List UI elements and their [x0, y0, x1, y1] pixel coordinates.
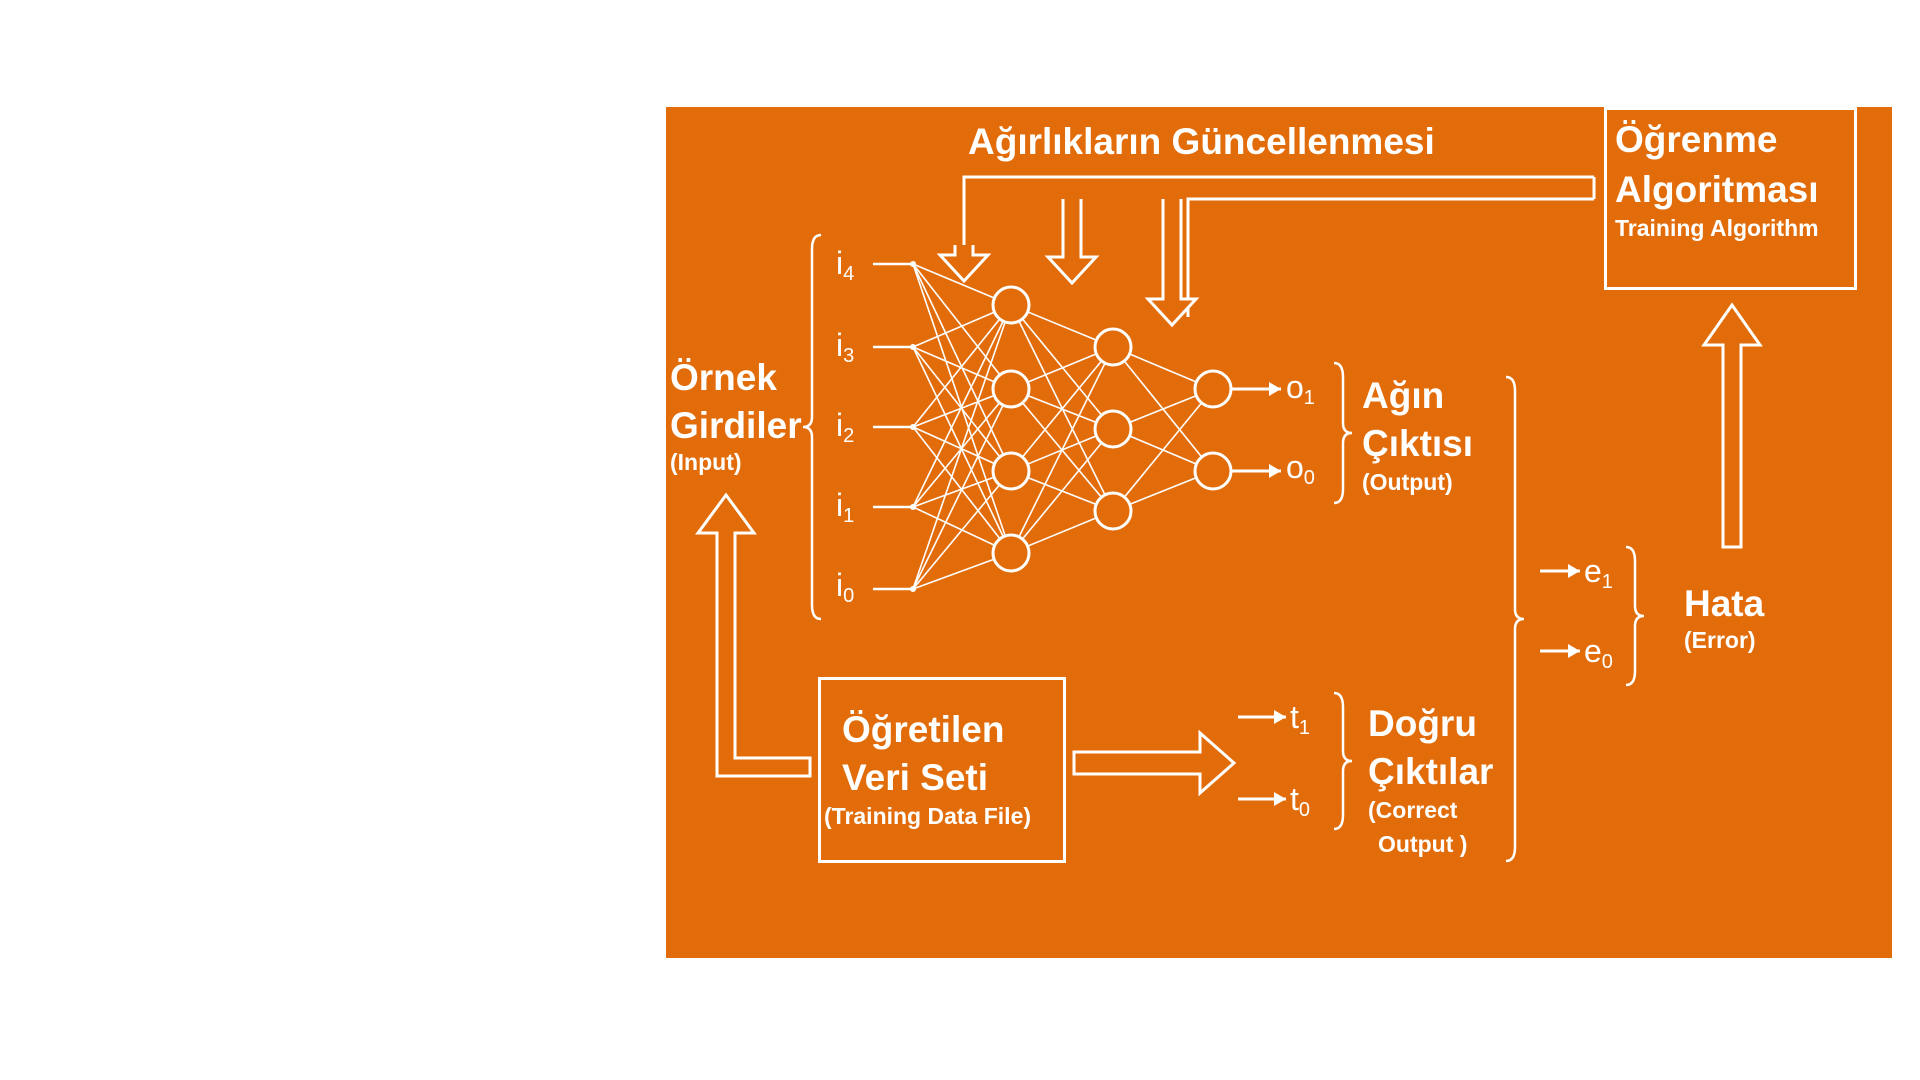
sample-inputs-title-1: Örnek	[670, 359, 777, 396]
sample-inputs-subtitle: (Input)	[670, 451, 742, 474]
error-symbol-e0: e0	[1584, 635, 1613, 672]
connection-hidden2-output	[1113, 389, 1213, 511]
arrow-to-e1-head	[1568, 564, 1580, 578]
neural-network-training-diagram: Ağırlıkların Güncellenmesi Öğrenme Algor…	[666, 107, 1892, 958]
training-to-inputs-arrow	[698, 495, 810, 776]
weights-arrow-hidden1	[1048, 199, 1096, 283]
correct-outputs-title-2: Çıktılar	[1368, 753, 1493, 790]
arrow-to-o1-head	[1269, 382, 1281, 396]
weights-feedback-inner	[1188, 199, 1594, 317]
weights-arrow-input	[940, 245, 988, 281]
comparison-brace	[1506, 377, 1524, 861]
network-output-subtitle: (Output)	[1362, 471, 1453, 494]
arrow-to-e0-head	[1568, 644, 1580, 658]
training-data-title-2: Veri Seti	[842, 759, 988, 796]
errors-brace	[1626, 547, 1644, 685]
connection-hidden1-hidden2	[1011, 305, 1113, 429]
correct-outputs-subtitle-2: Output )	[1378, 833, 1467, 856]
hidden2-neuron-0	[1095, 329, 1131, 365]
error-to-algorithm-arrow	[1704, 305, 1760, 547]
connection-hidden1-hidden2	[1011, 347, 1113, 471]
network-output-title-2: Çıktısı	[1362, 425, 1473, 462]
input-symbol-i3: i3	[836, 329, 854, 366]
weights-update-label: Ağırlıkların Güncellenmesi	[968, 123, 1435, 160]
hidden1-neuron-1	[993, 371, 1029, 407]
learning-algorithm-subtitle: Training Algorithm	[1615, 217, 1819, 240]
error-subtitle: (Error)	[1684, 629, 1756, 652]
input-node-0	[910, 261, 916, 267]
output-symbol-o1: o1	[1286, 371, 1315, 408]
error-symbol-e1: e1	[1584, 555, 1613, 592]
correct-outputs-title-1: Doğru	[1368, 705, 1477, 742]
sample-inputs-title-2: Girdiler	[670, 407, 802, 444]
input-node-4	[910, 586, 916, 592]
training-data-title-1: Öğretilen	[842, 711, 1004, 748]
output-neuron-1	[1195, 453, 1231, 489]
input-symbol-i2: i2	[836, 409, 854, 446]
network-output-title-1: Ağın	[1362, 377, 1444, 414]
input-symbol-i0: i0	[836, 569, 854, 606]
target-symbol-t0: t0	[1290, 783, 1310, 820]
training-to-targets-arrow	[1074, 733, 1234, 793]
hidden2-neuron-1	[1095, 411, 1131, 447]
arrow-to-o0-head	[1269, 464, 1281, 478]
correct-outputs-subtitle-1: (Correct	[1368, 799, 1457, 822]
learning-algorithm-title-2: Algoritması	[1615, 171, 1819, 208]
connection-hidden1-hidden2	[1011, 429, 1113, 553]
target-symbol-t1: t1	[1290, 701, 1310, 738]
hidden2-neuron-2	[1095, 493, 1131, 529]
hidden1-neuron-0	[993, 287, 1029, 323]
input-symbol-i1: i1	[836, 489, 854, 526]
error-title: Hata	[1684, 585, 1764, 622]
learning-algorithm-title-1: Öğrenme	[1615, 121, 1777, 158]
output-symbol-o0: o0	[1286, 451, 1315, 488]
arrow-to-t0-head	[1274, 792, 1286, 806]
correct-outputs-brace	[1334, 693, 1352, 829]
training-data-subtitle: (Training Data File)	[824, 805, 1031, 828]
weights-feedback-outer	[964, 177, 1594, 245]
hidden1-neuron-2	[993, 453, 1029, 489]
output-neuron-0	[1195, 371, 1231, 407]
input-node-3	[910, 504, 916, 510]
input-symbol-i4: i4	[836, 247, 854, 284]
input-node-1	[910, 344, 916, 350]
input-node-2	[910, 424, 916, 430]
network-output-brace	[1334, 363, 1352, 503]
inputs-brace	[803, 235, 821, 619]
arrow-to-t1-head	[1274, 710, 1286, 724]
hidden1-neuron-3	[993, 535, 1029, 571]
